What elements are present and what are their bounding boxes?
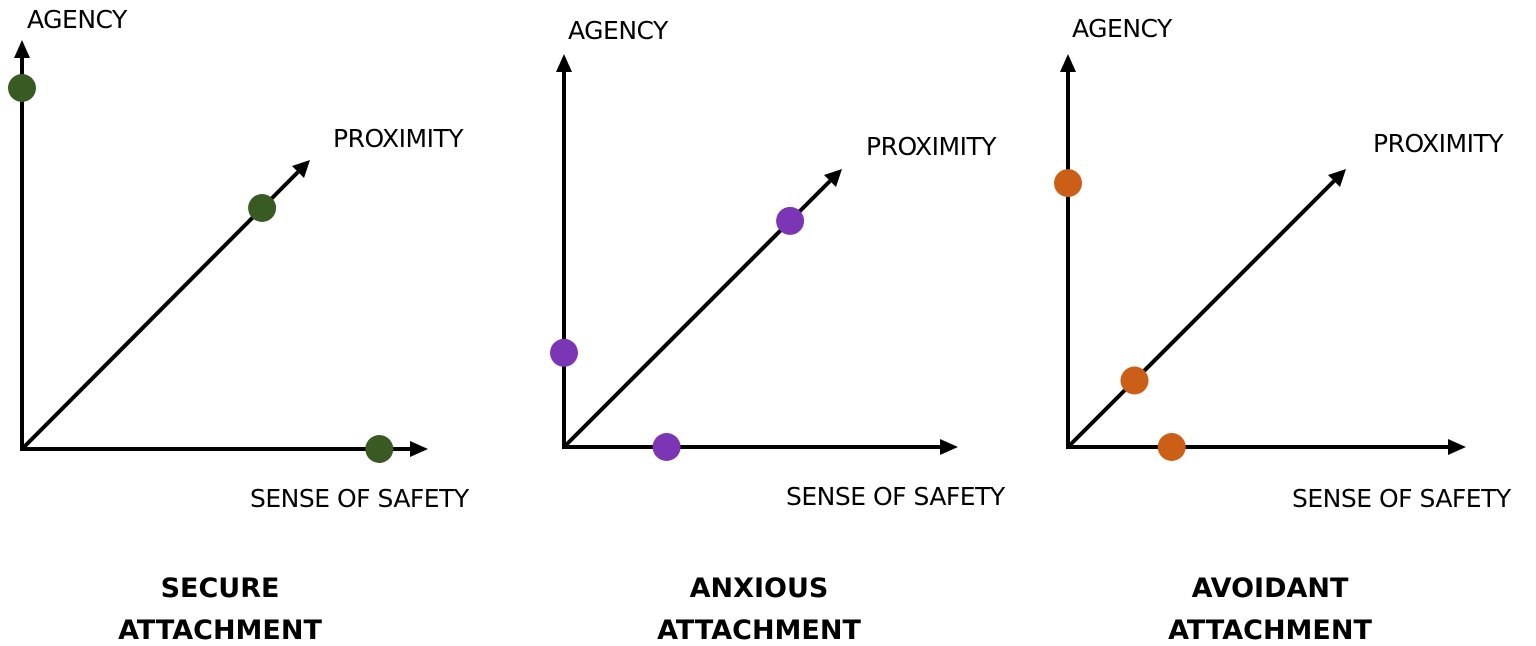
proximity-arrowhead — [824, 169, 842, 187]
safety-axis — [20, 441, 428, 457]
agency-label: AGENCY — [1072, 14, 1173, 43]
proximity-axis — [1066, 169, 1346, 449]
proximity-label: PROXIMITY — [333, 124, 464, 153]
safety-label: SENSE OF SAFETY — [786, 482, 1006, 511]
proximity-axis — [562, 169, 842, 449]
safety-point — [365, 435, 394, 463]
agency-axis — [1060, 54, 1076, 447]
panel-title-line2: ATTACHMENT — [118, 615, 322, 646]
proximity-point — [1120, 366, 1149, 395]
safety-arrowhead — [940, 439, 958, 455]
panel-title-line1: AVOIDANT — [1192, 573, 1349, 604]
agency-arrowhead — [1060, 54, 1076, 72]
panel-avoidant: AGENCY PROXIMITY SENSE OF SAFETY AVOIDAN… — [1054, 14, 1512, 646]
agency-axis — [556, 54, 572, 447]
safety-axis — [1066, 439, 1466, 455]
proximity-label: PROXIMITY — [1373, 129, 1504, 158]
safety-arrowhead — [1448, 439, 1466, 455]
panel-secure: AGENCY PROXIMITY SENSE OF SAFETY SECURE … — [8, 5, 470, 646]
agency-axis — [14, 40, 30, 449]
safety-arrowhead — [410, 441, 428, 457]
safety-label: SENSE OF SAFETY — [1292, 484, 1512, 513]
safety-point — [1157, 433, 1186, 461]
proximity-label: PROXIMITY — [866, 132, 997, 161]
proximity-point — [248, 194, 277, 222]
proximity-axis — [20, 160, 310, 451]
panel-title-line1: SECURE — [161, 573, 280, 604]
panel-title-line2: ATTACHMENT — [1168, 615, 1372, 646]
proximity-point — [776, 206, 805, 235]
proximity-arrowhead — [292, 160, 310, 178]
proximity-arrowhead — [1328, 169, 1346, 187]
agency-point — [550, 338, 578, 367]
safety-point — [652, 433, 681, 461]
panel-anxious: AGENCY PROXIMITY SENSE OF SAFETY ANXIOUS… — [550, 16, 1006, 646]
agency-point — [8, 74, 36, 102]
panel-title-line1: ANXIOUS — [690, 573, 829, 604]
agency-arrowhead — [14, 40, 30, 58]
agency-label: AGENCY — [27, 5, 128, 34]
safety-label: SENSE OF SAFETY — [250, 484, 470, 513]
agency-label: AGENCY — [568, 16, 669, 45]
agency-point — [1054, 169, 1082, 198]
agency-arrowhead — [556, 54, 572, 72]
panel-title-line2: ATTACHMENT — [657, 615, 861, 646]
safety-axis — [562, 439, 958, 455]
